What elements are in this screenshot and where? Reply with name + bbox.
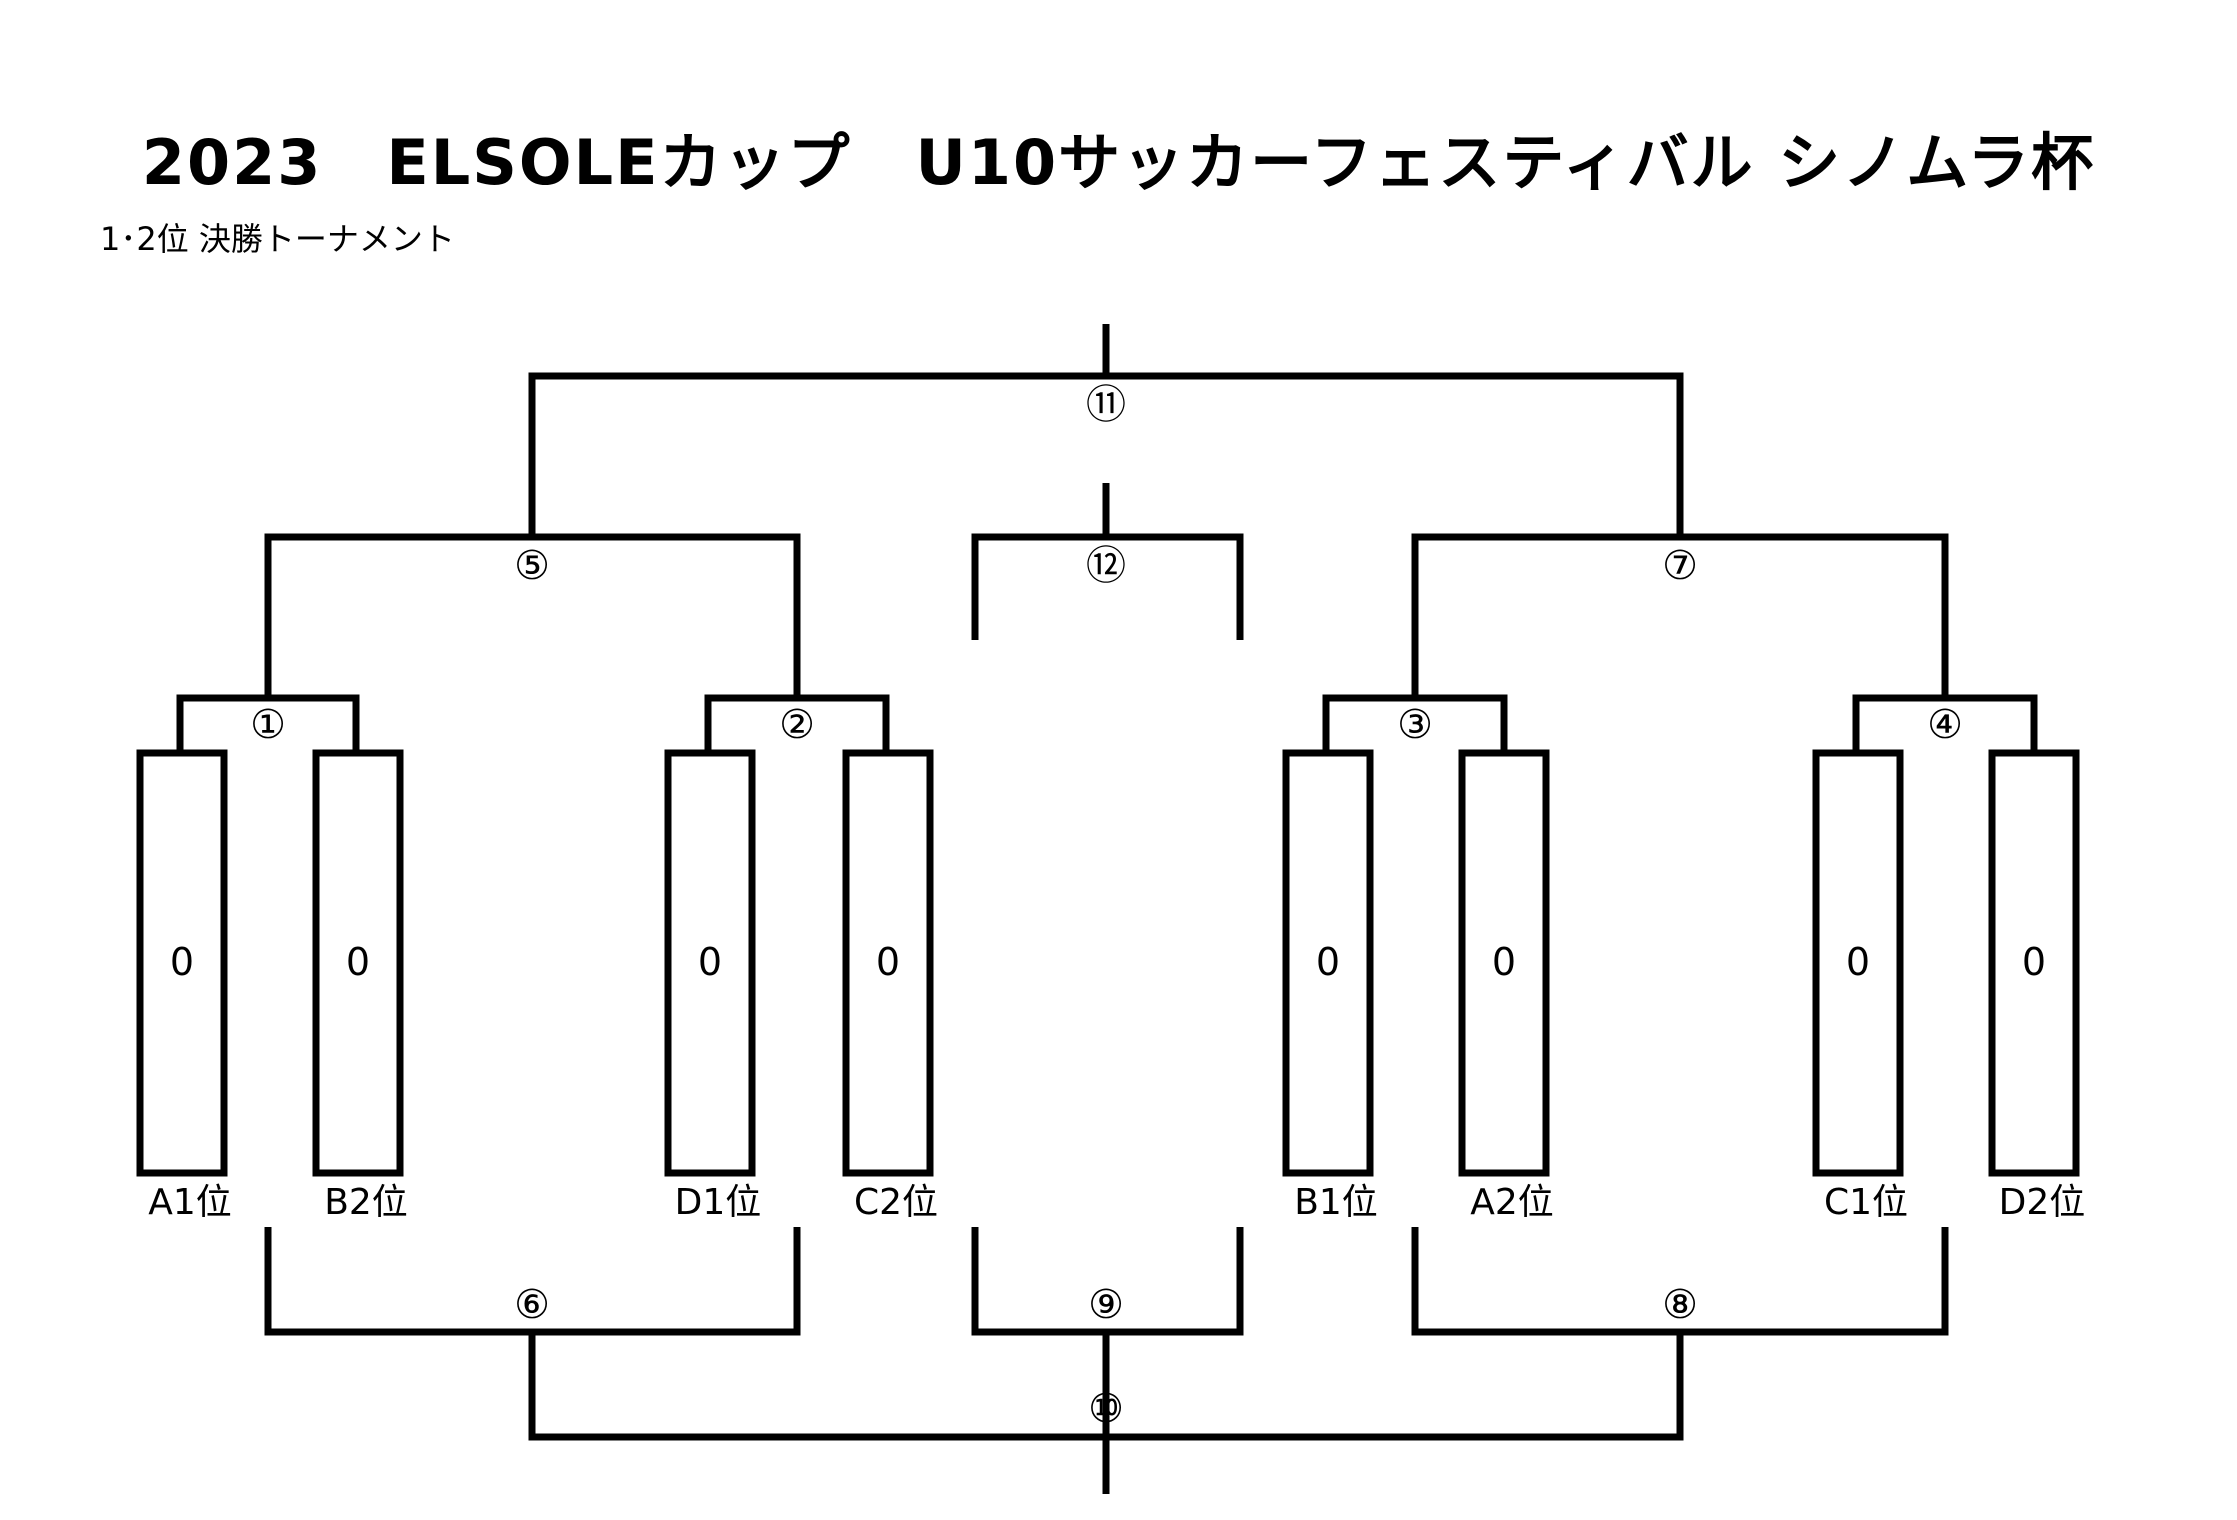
page-subtitle: 1･2位 決勝トーナメント — [100, 220, 455, 258]
slot-box — [1988, 749, 2080, 1177]
team-slot-d1: 0 D1位 — [664, 749, 762, 1223]
slot-label: A1位 — [148, 1182, 232, 1223]
team-slot-a2: 0 A2位 — [1458, 749, 1554, 1223]
team-slot-d2: 0 D2位 — [1988, 749, 2086, 1223]
slot-score: 0 — [1492, 940, 1516, 984]
match-10-label: ⑩ — [1088, 1386, 1124, 1432]
slot-score: 0 — [346, 940, 370, 984]
slot-box — [136, 749, 228, 1177]
slot-score: 0 — [2022, 940, 2046, 984]
slot-box — [1812, 749, 1904, 1177]
slot-label: D2位 — [1999, 1182, 2086, 1223]
slot-label: A2位 — [1470, 1182, 1554, 1223]
slot-box — [842, 749, 934, 1177]
match-12-label: ⑫ — [1086, 543, 1126, 589]
team-slot-c2: 0 C2位 — [842, 749, 938, 1223]
match-4-label: ④ — [1927, 702, 1963, 748]
slot-box — [312, 749, 404, 1177]
match-8-label: ⑧ — [1662, 1282, 1698, 1328]
match-7-label: ⑦ — [1662, 543, 1698, 589]
team-slot-b1: 0 B1位 — [1282, 749, 1378, 1223]
match-5-label: ⑤ — [514, 543, 550, 589]
match-3-label: ③ — [1397, 702, 1433, 748]
match-9-label: ⑨ — [1088, 1282, 1124, 1328]
match-12-connector — [971, 483, 1244, 640]
match-11-label: ⑪ — [1086, 382, 1126, 428]
page-title: 2023 ELSOLEカップ U10サッカーフェスティバル シノムラ杯 — [141, 126, 2096, 199]
match-10-connector — [528, 1332, 1684, 1494]
slot-score: 0 — [170, 940, 194, 984]
match-11-connector — [528, 324, 1684, 380]
slot-box — [1458, 749, 1550, 1177]
slot-score: 0 — [1846, 940, 1870, 984]
match-number-labels: ① ② ③ ④ ⑤ ⑦ ⑪ ⑫ ⑥ ⑨ ⑧ ⑩ — [250, 382, 1963, 1432]
slot-label: D1位 — [675, 1182, 762, 1223]
team-slot-c1: 0 C1位 — [1812, 749, 1908, 1223]
team-slot-a1: 0 A1位 — [136, 749, 232, 1223]
slot-box — [664, 749, 756, 1177]
slot-score: 0 — [698, 940, 722, 984]
slot-label: B1位 — [1294, 1182, 1378, 1223]
slot-box — [1282, 749, 1374, 1177]
slot-label: C1位 — [1824, 1182, 1908, 1223]
slot-label: B2位 — [324, 1182, 408, 1223]
slot-score: 0 — [876, 940, 900, 984]
match-2-label: ② — [779, 702, 815, 748]
match-6-label: ⑥ — [514, 1282, 550, 1328]
match-1-label: ① — [250, 702, 286, 748]
team-slots: 0 A1位 0 B2位 0 D1位 0 C2位 0 B1位 0 A2位 — [136, 749, 2086, 1223]
slot-label: C2位 — [854, 1182, 938, 1223]
slot-score: 0 — [1316, 940, 1340, 984]
team-slot-b2: 0 B2位 — [312, 749, 408, 1223]
